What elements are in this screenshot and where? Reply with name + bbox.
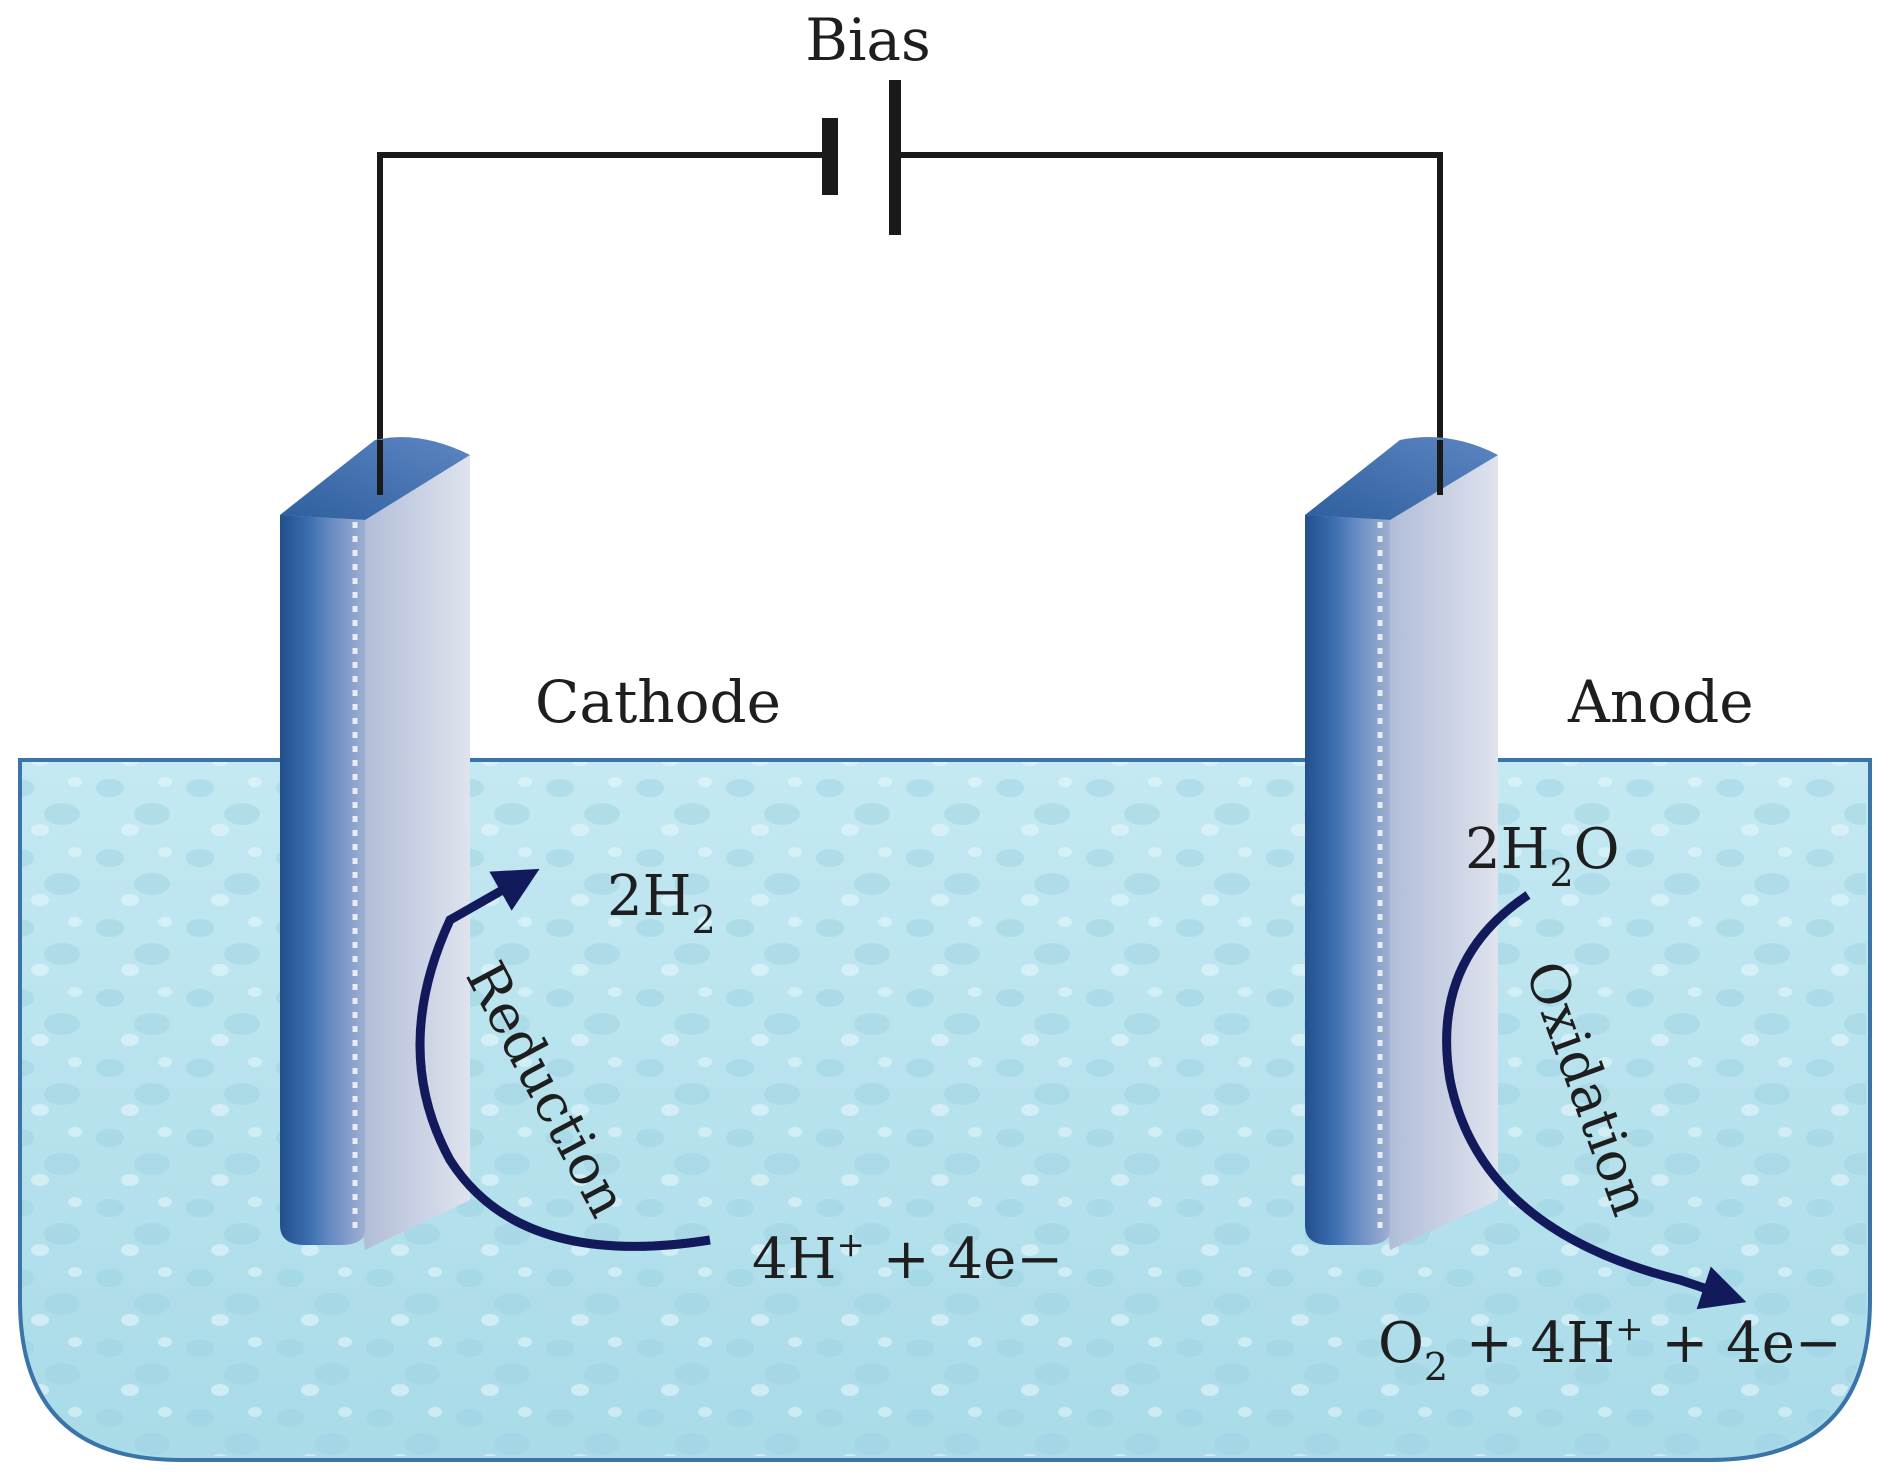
bias-label: Bias	[805, 6, 931, 74]
battery-icon	[822, 80, 901, 235]
cathode-product-h2: 2H2	[607, 864, 716, 942]
anode-reactant-h2o: 2H2O	[1465, 817, 1620, 895]
cathode-label: Cathode	[535, 668, 781, 736]
anode-label: Anode	[1567, 668, 1754, 736]
cathode-electrode	[280, 437, 470, 1251]
cathode-reactants: 4H+ + 4e−	[752, 1225, 1063, 1292]
anode-products: O2 + 4H+ + 4e−	[1378, 1309, 1842, 1389]
circuit-wire	[377, 152, 1443, 495]
reduction-arrow	[415, 868, 711, 1251]
oxidation-arrow	[1442, 891, 1747, 1310]
